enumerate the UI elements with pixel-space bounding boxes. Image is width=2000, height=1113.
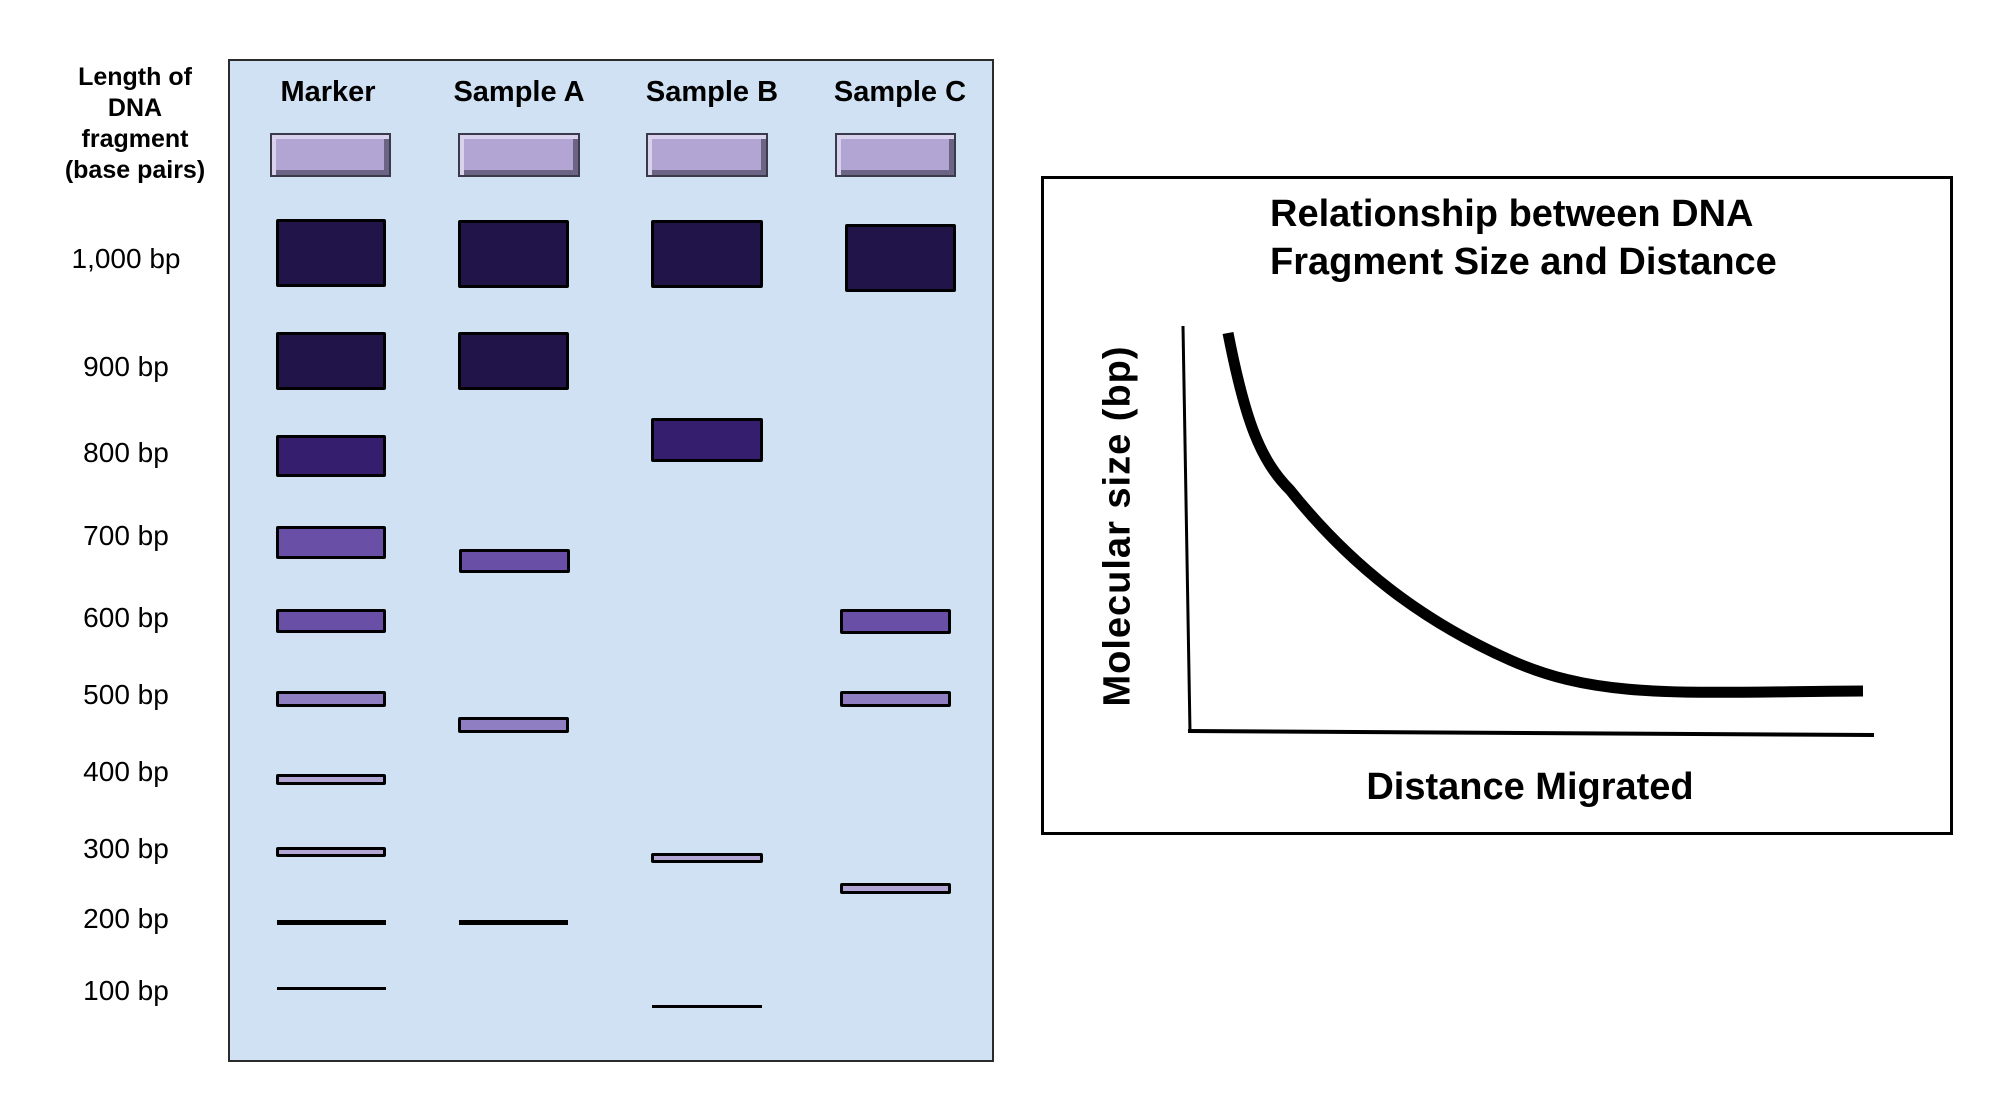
y-axis-line [1181,325,1192,733]
heading-line: fragment [81,125,189,153]
size-label-1000: 1,000 bp [71,243,181,274]
heading-line: Length of [78,63,192,91]
band-marker-900 [276,332,386,390]
decay-curve [1222,331,1864,698]
size-label-800: 800 bp [83,437,169,468]
band-marker-100 [277,987,386,990]
band-sample-a-900 [458,332,569,390]
x-axis-line [1187,729,1875,737]
band-marker-800 [276,435,386,477]
graph-title: Relationship between DNA Fragment Size a… [1270,190,1777,286]
band-sample-b-80 [652,1005,762,1008]
band-sample-b-290 [651,853,763,863]
lane-title-sample-b: Sample B [645,76,779,108]
band-sample-c-600 [840,609,951,634]
graph-panel [1041,176,1953,835]
size-label-400: 400 bp [83,756,169,787]
band-sample-a-660 [459,549,570,573]
band-sample-a-470 [458,717,569,733]
band-marker-400 [276,774,386,785]
graph-title-line: Relationship between DNA [1270,193,1754,235]
size-label-200: 200 bp [83,903,169,934]
band-sample-c-980 [845,224,956,292]
lane-title-marker: Marker [280,76,376,108]
band-marker-300 [276,847,386,857]
x-axis-label: Distance Migrated [1366,766,1694,808]
band-sample-b-810 [651,418,763,462]
size-column-heading: Length of DNA fragment (base pairs) [40,62,230,186]
band-sample-b-1000 [651,220,763,288]
y-axis-label: Molecular size (bp) [1096,345,1139,707]
heading-line: (base pairs) [64,156,206,184]
size-label-600: 600 bp [83,602,169,633]
band-sample-c-500 [840,691,951,707]
size-label-300: 300 bp [83,833,169,864]
band-marker-200 [277,920,386,925]
size-label-900: 900 bp [83,351,169,382]
well-sample-c [835,133,956,177]
band-marker-600 [276,609,386,633]
band-sample-a-200 [459,920,568,925]
well-sample-a [458,133,580,177]
band-marker-700 [276,526,386,559]
band-sample-c-250 [840,883,951,894]
well-sample-b [646,133,768,177]
lane-title-sample-c: Sample C [833,76,967,108]
size-label-100: 100 bp [83,975,169,1006]
band-sample-a-1000 [458,220,569,288]
size-label-700: 700 bp [83,520,169,551]
heading-line: DNA [107,94,163,122]
size-label-500: 500 bp [83,679,169,710]
band-marker-500 [276,691,386,707]
graph-title-line: Fragment Size and Distance [1270,241,1777,283]
band-marker-1000 [276,219,386,287]
well-marker [270,133,391,177]
lane-title-sample-a: Sample A [453,76,585,108]
